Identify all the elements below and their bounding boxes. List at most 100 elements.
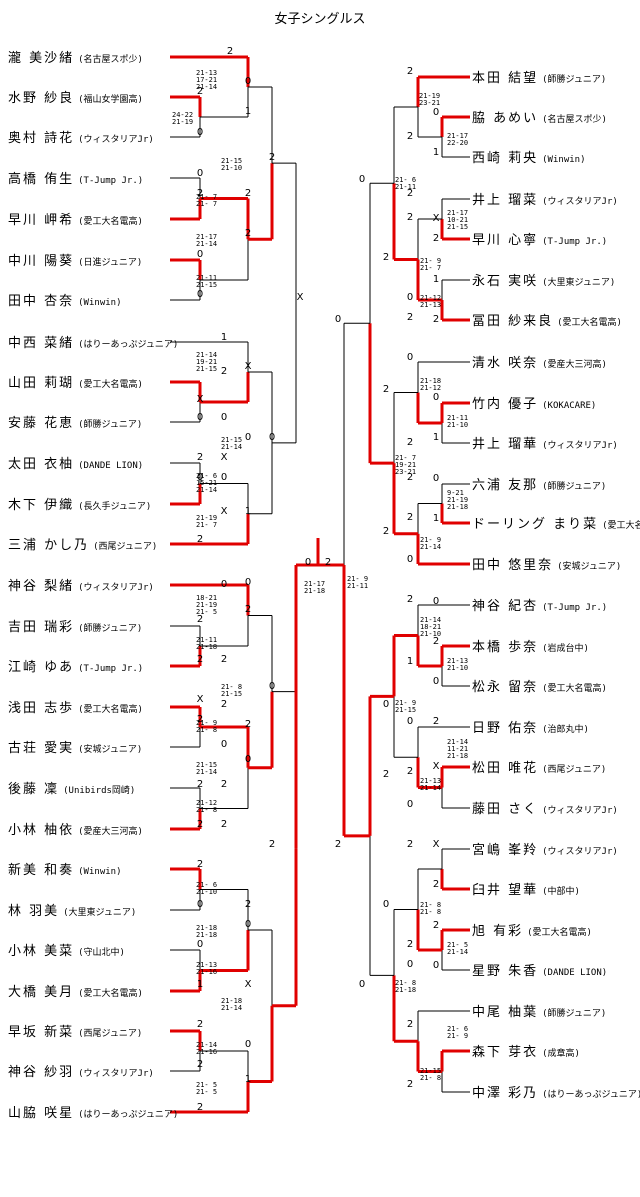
score-25: 21-17 10-21 21-15 — [447, 209, 469, 231]
player-team: (愛工大名電高) — [78, 989, 143, 999]
result-mark-17: 0 — [244, 432, 252, 443]
player-name: 太田 衣柚 — [8, 457, 75, 472]
player-team: (KOKACARE) — [542, 401, 597, 411]
result-mark-38: 2 — [196, 819, 204, 830]
player-name: 水野 紗良 — [8, 91, 75, 106]
score-3: 21- 7 21- 7 — [196, 193, 218, 208]
player-team: (中部中) — [542, 887, 580, 897]
player-team: (愛産大三河高) — [78, 827, 143, 837]
player-name: 小林 柚依 — [8, 823, 75, 838]
player-team: (日進ジュニア) — [78, 258, 143, 268]
player-name: 宮嶋 峯羚 — [472, 843, 539, 858]
page-title: 女子シングルス — [274, 12, 366, 27]
player-name: 三浦 かし乃 — [8, 538, 90, 553]
result-mark-22: 1 — [220, 332, 228, 343]
player-name: 安藤 花恵 — [8, 416, 75, 431]
player-team: (愛工大名電高) — [557, 318, 622, 328]
player-name: 新美 和奏 — [8, 863, 75, 878]
score-13: 21- 9 21- 8 — [196, 719, 218, 734]
score-36: 21-14 11-21 21-18 — [447, 738, 469, 760]
player-right-24: 森下 芽衣(成章高) — [472, 1041, 580, 1061]
result-mark-45: X — [244, 979, 252, 990]
score-42: 21-15 21- 8 — [420, 1067, 442, 1082]
player-team: (愛工大名電高) — [78, 705, 143, 715]
result-mark-76: 0 — [432, 392, 440, 403]
player-left-20: 新美 和奏(Winwin) — [8, 859, 122, 879]
player-right-23: 中尾 柚葉(師勝ジュニア) — [472, 1001, 606, 1021]
result-mark-90: 2 — [406, 766, 414, 777]
player-team: (愛工大名電高) — [78, 380, 143, 390]
player-team: (愛工大名電高) — [527, 928, 592, 938]
player-team: (師勝ジュニア) — [78, 624, 143, 634]
player-team: (Winwin) — [542, 155, 586, 165]
player-team: (Winwin) — [78, 867, 122, 877]
score-16: 21- 6 21-10 — [196, 881, 218, 896]
result-mark-81: 1 — [432, 513, 440, 524]
result-mark-46: 2 — [196, 1019, 204, 1030]
player-right-20: 臼井 望華(中部中) — [472, 879, 580, 899]
final-score: 21- 9 21-11 — [347, 575, 369, 590]
result-mark-57: 2 — [268, 839, 276, 850]
player-name: 神谷 紀杏 — [472, 599, 539, 614]
player-name: 中尾 柚葉 — [472, 1005, 539, 1020]
score-9: 21-19 21- 7 — [196, 514, 218, 529]
score-10: 18-21 21-19 21- 5 — [196, 594, 218, 616]
player-name: 大橋 美月 — [8, 985, 75, 1000]
player-right-16: 日野 佑奈(治郎丸中) — [472, 717, 589, 737]
player-right-2: 西崎 莉央(Winwin) — [472, 147, 586, 167]
result-mark-39: 2 — [196, 859, 204, 870]
player-team: (T-Jump Jr.) — [542, 237, 608, 247]
score-21: 21- 5 21- 5 — [196, 1081, 218, 1096]
result-mark-82: 2 — [382, 526, 390, 537]
score-41: 21- 6 21- 9 — [447, 1025, 469, 1040]
score-35: 21- 9 21-15 — [395, 699, 417, 714]
result-mark-56: 2 — [220, 819, 228, 830]
result-mark-68: 0 — [406, 292, 414, 303]
result-mark-29: 2 — [244, 604, 252, 615]
result-mark-88: 0 — [432, 676, 440, 687]
result-mark-84: 2 — [406, 594, 414, 605]
player-team: (はりーあっぷジュニア) — [78, 1110, 179, 1120]
player-left-19: 小林 柚依(愛産大三河高) — [8, 819, 143, 839]
result-mark-61: 1 — [432, 147, 440, 158]
player-name: 藤田 さく — [472, 802, 539, 817]
player-right-14: 本橋 歩奈(岩成台中) — [472, 636, 589, 656]
result-mark-65: 2 — [406, 212, 414, 223]
result-mark-33: X — [196, 694, 204, 705]
result-mark-80: 0 — [432, 473, 440, 484]
result-mark-70: 1 — [432, 274, 440, 285]
player-name: 本橋 歩奈 — [472, 640, 539, 655]
result-mark-86: 0 — [432, 596, 440, 607]
player-left-12: 三浦 かし乃(西尾ジュニア) — [8, 534, 157, 554]
result-mark-59: 2 — [406, 131, 414, 142]
player-right-0: 本田 結望(師勝ジュニア) — [472, 67, 606, 87]
result-mark-78: 2 — [406, 472, 414, 483]
result-mark-49: 1 — [244, 1074, 252, 1085]
player-right-6: 冨田 紗来良(愛工大名電高) — [472, 310, 622, 330]
player-left-4: 早川 岬希(愛工大名電高) — [8, 209, 143, 229]
result-mark-106: 2 — [406, 1019, 414, 1030]
player-name: 松永 留奈 — [472, 680, 539, 695]
result-mark-52: 2 — [220, 654, 228, 665]
player-right-17: 松田 唯花(西尾ジュニア) — [472, 757, 606, 777]
player-name: 田中 悠里奈 — [472, 558, 554, 573]
result-mark-16: 0 — [196, 412, 204, 423]
score-7: 21-15 21-14 — [221, 436, 243, 451]
score-39: 21- 5 21-14 — [447, 941, 469, 956]
player-team: (愛工大名電高) — [78, 217, 143, 227]
score-8: 21- 6 15-21 21-14 — [196, 472, 218, 494]
result-mark-32: 0 — [268, 681, 276, 692]
score-14: 21-15 21-14 — [196, 761, 218, 776]
score-30: 21- 7 19-21 23-21 — [395, 454, 417, 476]
player-left-23: 大橋 美月(愛工大名電高) — [8, 981, 143, 1001]
result-mark-71: 2 — [432, 314, 440, 325]
result-mark-60: 0 — [432, 107, 440, 118]
player-team: (安城ジュニア) — [557, 562, 622, 572]
result-mark-36: 0 — [244, 754, 252, 765]
player-right-13: 神谷 紀杏(T-Jump Jr.) — [472, 595, 607, 615]
result-mark-100: 0 — [358, 979, 366, 990]
result-mark-50: 2 — [196, 1102, 204, 1113]
result-mark-28: 0 — [244, 577, 252, 588]
score-22: 21-19 23-21 — [419, 92, 441, 107]
